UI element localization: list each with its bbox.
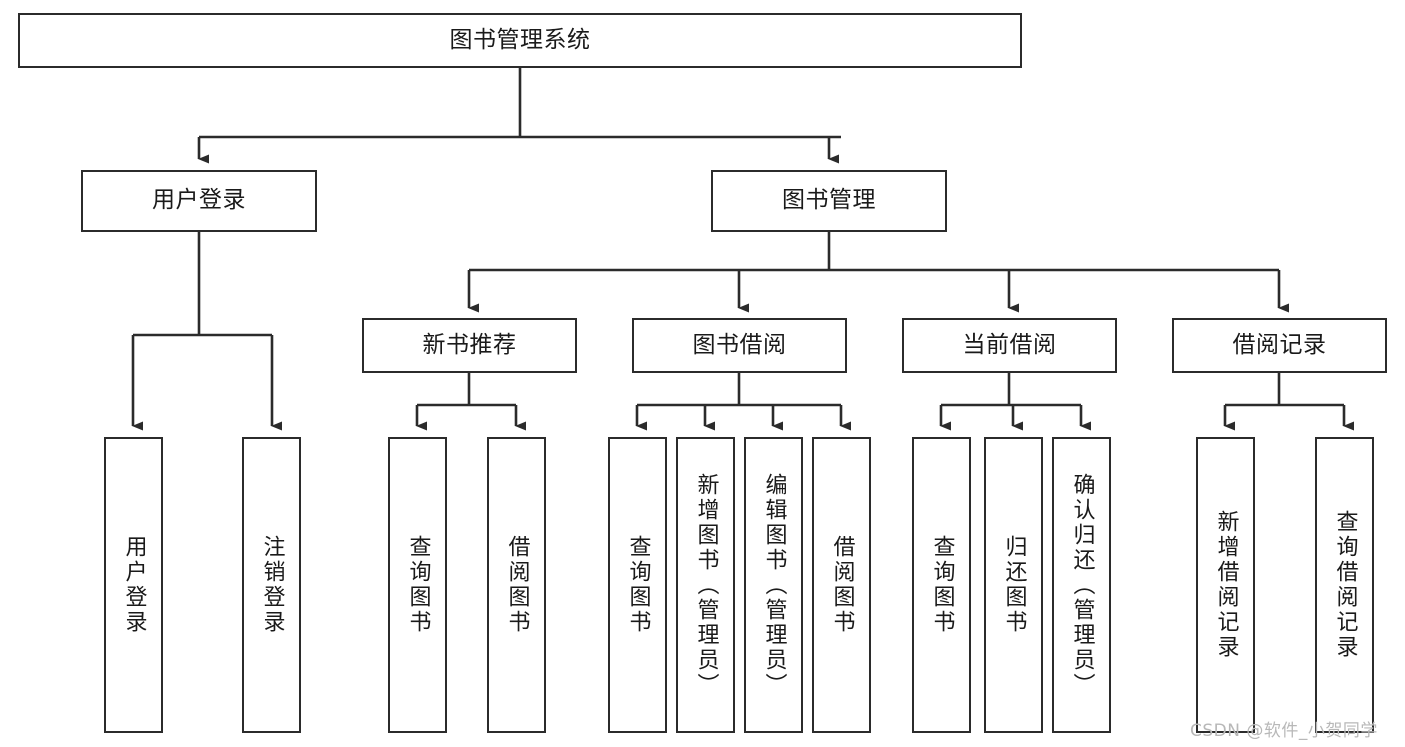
node-current-borrow[interactable]: 当前借阅	[902, 318, 1117, 373]
node-book-borrow-label: 图书借阅	[692, 331, 787, 358]
node-new-book-recommend[interactable]: 新书推荐	[362, 318, 577, 373]
node-leaf-return-book-label: 归还图书	[1001, 535, 1027, 635]
node-leaf-query-book-rec-label: 查询图书	[405, 535, 431, 635]
edges-root-to-level2	[197, 68, 841, 164]
node-current-borrow-label: 当前借阅	[962, 331, 1057, 358]
node-leaf-add-book-admin[interactable]: 新增图书（管理员）	[676, 437, 735, 733]
edges-book-management-to-level3	[467, 232, 1289, 313]
edges-book-borrow-to-leaves	[635, 373, 851, 431]
node-new-book-recommend-label: 新书推荐	[422, 331, 517, 358]
node-book-borrow[interactable]: 图书借阅	[632, 318, 847, 373]
node-leaf-query-book-current-label: 查询图书	[929, 535, 955, 635]
node-leaf-confirm-return-admin[interactable]: 确认归还（管理员）	[1052, 437, 1111, 733]
node-leaf-borrow-book-rec-label: 借阅图书	[504, 535, 530, 635]
edges-user-login-to-leaves	[131, 232, 282, 431]
node-leaf-query-book-current[interactable]: 查询图书	[912, 437, 971, 733]
node-leaf-user-logout[interactable]: 注销登录	[242, 437, 301, 733]
node-leaf-add-borrow-record[interactable]: 新增借阅记录	[1196, 437, 1255, 733]
node-leaf-query-borrow-record[interactable]: 查询借阅记录	[1315, 437, 1374, 733]
node-leaf-add-book-admin-label: 新增图书（管理员）	[693, 472, 719, 698]
node-leaf-confirm-return-admin-label: 确认归还（管理员）	[1069, 472, 1095, 698]
edges-new-book-recommend-to-leaves	[415, 373, 526, 431]
edges-current-borrow-to-leaves	[939, 373, 1091, 431]
node-leaf-edit-book-admin[interactable]: 编辑图书（管理员）	[744, 437, 803, 733]
node-book-management-label: 图书管理	[782, 187, 876, 214]
node-borrow-record-label: 借阅记录	[1232, 331, 1327, 358]
node-leaf-user-logout-label: 注销登录	[259, 535, 285, 635]
node-leaf-user-login-label: 用户登录	[121, 535, 147, 635]
edges-borrow-record-to-leaves	[1223, 373, 1354, 431]
node-user-login-label: 用户登录	[152, 187, 246, 214]
node-leaf-borrow-book[interactable]: 借阅图书	[812, 437, 871, 733]
node-leaf-query-book-rec[interactable]: 查询图书	[388, 437, 447, 733]
node-leaf-return-book[interactable]: 归还图书	[984, 437, 1043, 733]
node-leaf-add-borrow-record-label: 新增借阅记录	[1213, 510, 1239, 660]
node-root-system-label: 图书管理系统	[449, 26, 591, 53]
node-leaf-borrow-book-rec[interactable]: 借阅图书	[487, 437, 546, 733]
node-leaf-query-borrow-record-label: 查询借阅记录	[1332, 510, 1358, 660]
node-root-system[interactable]: 图书管理系统	[18, 13, 1022, 68]
node-book-management[interactable]: 图书管理	[711, 170, 947, 232]
node-user-login[interactable]: 用户登录	[81, 170, 317, 232]
node-leaf-edit-book-admin-label: 编辑图书（管理员）	[761, 472, 787, 698]
node-leaf-query-book-borrow[interactable]: 查询图书	[608, 437, 667, 733]
node-leaf-query-book-borrow-label: 查询图书	[625, 535, 651, 635]
node-leaf-borrow-book-label: 借阅图书	[829, 535, 855, 635]
node-borrow-record[interactable]: 借阅记录	[1172, 318, 1387, 373]
node-leaf-user-login[interactable]: 用户登录	[104, 437, 163, 733]
